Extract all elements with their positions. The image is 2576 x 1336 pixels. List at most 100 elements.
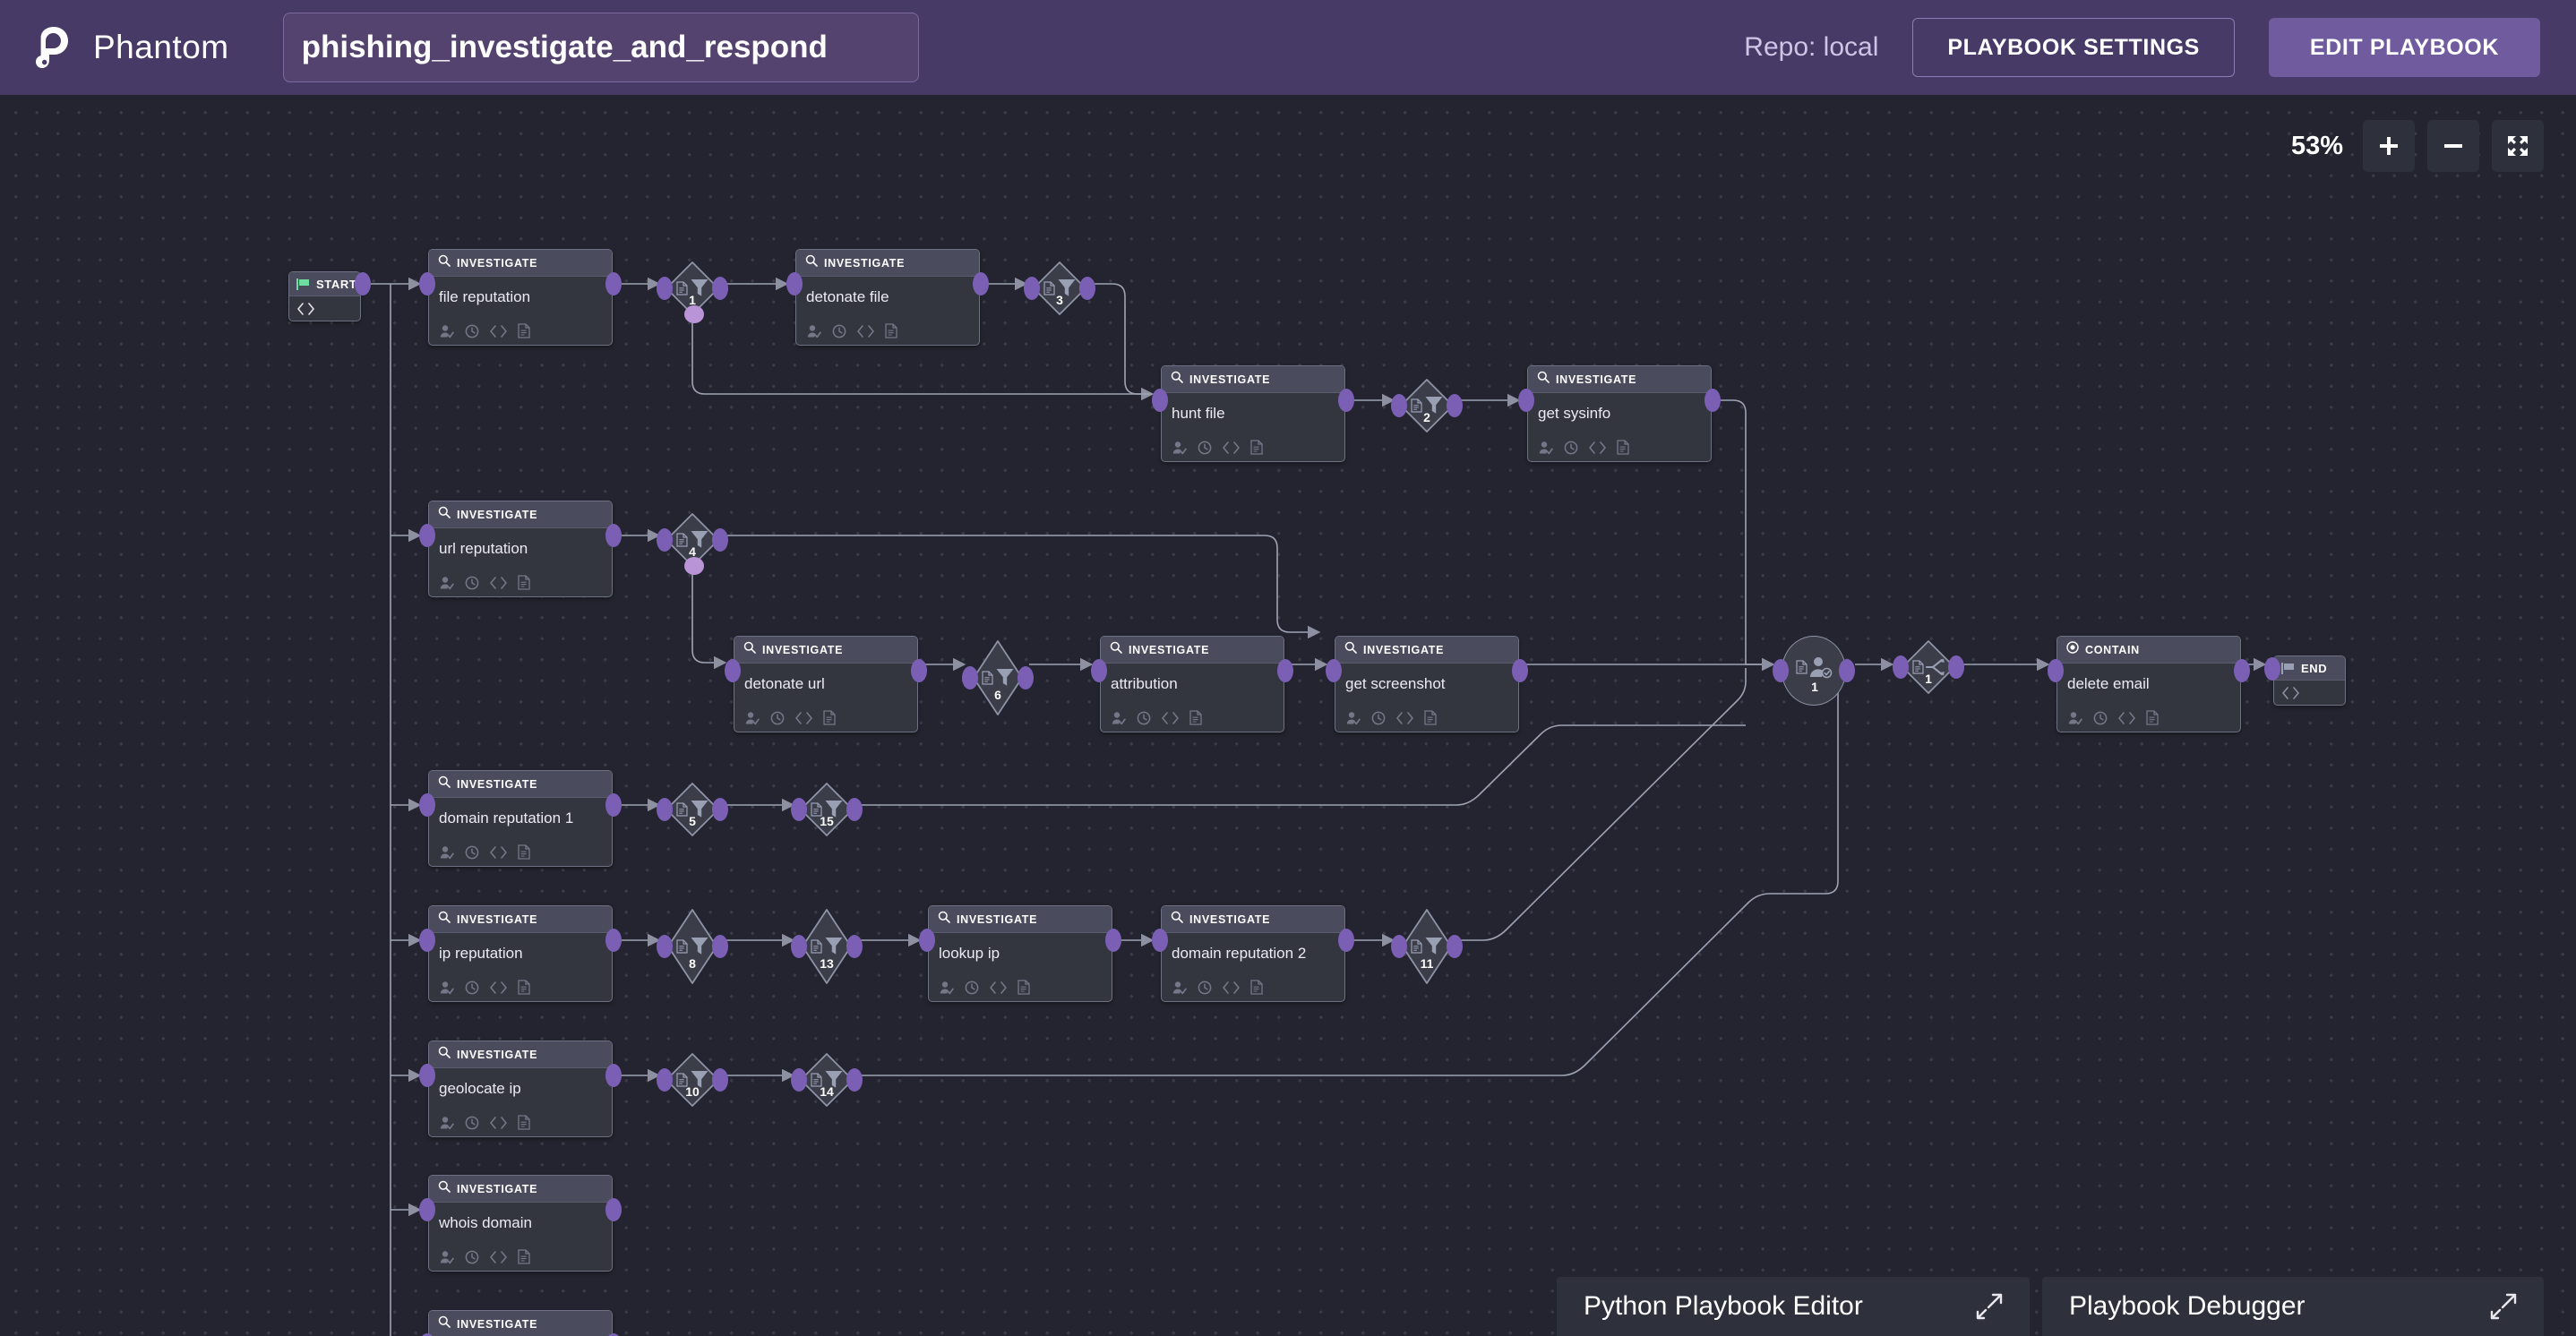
clock-icon[interactable]: [832, 324, 846, 338]
node-port-out-detonate-url[interactable]: [911, 659, 927, 682]
decision-port-in-filter-4[interactable]: [657, 528, 673, 552]
node-port-out-attribution[interactable]: [1277, 659, 1293, 682]
action-node-domain-reputation-1[interactable]: INVESTIGATE domain reputation 1: [428, 770, 613, 867]
clock-icon[interactable]: [1564, 441, 1578, 455]
document-icon[interactable]: [885, 323, 897, 338]
start-node[interactable]: START: [288, 271, 361, 321]
user-check-icon[interactable]: [1539, 441, 1553, 455]
decision-node-filter-15[interactable]: 15: [799, 782, 854, 837]
node-port-out-delete-email[interactable]: [2234, 659, 2250, 682]
document-icon[interactable]: [2146, 710, 2159, 725]
decision-node-filter-5[interactable]: 5: [665, 782, 720, 837]
decision-port-out-decision-1[interactable]: [1948, 655, 1964, 679]
decision-port-out-filter-13[interactable]: [846, 935, 863, 958]
decision-port-bottom-filter-1[interactable]: [684, 305, 704, 323]
document-icon[interactable]: [1189, 710, 1202, 725]
clock-icon[interactable]: [465, 324, 479, 338]
node-port-in-domain-reputation-1[interactable]: [419, 793, 435, 817]
node-port-out-lookup-ip[interactable]: [1105, 929, 1121, 952]
decision-port-out-filter-6[interactable]: [1018, 666, 1034, 689]
node-port-in-url-reputation[interactable]: [419, 524, 435, 547]
clock-icon[interactable]: [465, 1116, 479, 1130]
node-port-out-whois-domain[interactable]: [605, 1198, 622, 1221]
playbook-canvas[interactable]: 53% START: [0, 95, 2576, 1336]
document-icon[interactable]: [1018, 980, 1030, 995]
document-icon[interactable]: [518, 980, 530, 995]
document-icon[interactable]: [1250, 440, 1263, 455]
node-port-in-geolocate-ip[interactable]: [419, 1064, 435, 1087]
end-node-port-in[interactable]: [2264, 657, 2280, 681]
decision-node-filter-6[interactable]: 6: [970, 639, 1026, 716]
action-node-hunt-file[interactable]: INVESTIGATE hunt file: [1161, 365, 1345, 462]
decision-port-in-filter-15[interactable]: [791, 798, 807, 821]
code-icon[interactable]: [490, 845, 507, 859]
decision-node-filter-3[interactable]: 3: [1032, 261, 1087, 316]
clock-icon[interactable]: [965, 981, 979, 995]
node-port-in-detonate-url[interactable]: [725, 659, 741, 682]
action-node-detonate-url[interactable]: INVESTIGATE detonate url: [734, 636, 918, 732]
clock-icon[interactable]: [1198, 981, 1212, 995]
user-check-icon[interactable]: [440, 845, 454, 860]
action-node-domain-reputation-2[interactable]: INVESTIGATE domain reputation 2: [1161, 905, 1345, 1002]
user-check-icon[interactable]: [1172, 441, 1187, 455]
node-port-out-domain-reputation-1[interactable]: [605, 793, 622, 817]
decision-port-in-filter-6[interactable]: [962, 666, 978, 689]
decision-port-out-filter-1[interactable]: [712, 277, 728, 300]
playbook-name-input[interactable]: phishing_investigate_and_respond: [282, 13, 919, 82]
end-node[interactable]: END: [2273, 655, 2346, 706]
clock-icon[interactable]: [1371, 711, 1386, 725]
clock-icon[interactable]: [1137, 711, 1151, 725]
decision-node-filter-4[interactable]: 4: [665, 512, 720, 568]
decision-port-in-filter-2[interactable]: [1391, 394, 1407, 417]
zoom-out-button[interactable]: [2427, 120, 2479, 172]
code-icon[interactable]: [1223, 981, 1240, 994]
action-node-whois-ip[interactable]: INVESTIGATE whois ip: [428, 1310, 613, 1336]
node-port-out-url-reputation[interactable]: [605, 524, 622, 547]
node-port-out-file-reputation[interactable]: [605, 272, 622, 295]
document-icon[interactable]: [1250, 980, 1263, 995]
node-port-out-ip-reputation[interactable]: [605, 929, 622, 952]
node-port-in-whois-domain[interactable]: [419, 1198, 435, 1221]
code-icon[interactable]: [490, 324, 507, 338]
action-node-whois-domain[interactable]: INVESTIGATE whois domain: [428, 1175, 613, 1272]
action-node-lookup-ip[interactable]: INVESTIGATE lookup ip: [928, 905, 1112, 1002]
decision-port-in-decision-1[interactable]: [1893, 655, 1909, 679]
decision-node-filter-14[interactable]: 14: [799, 1052, 854, 1108]
document-icon[interactable]: [1617, 440, 1629, 455]
decision-port-out-filter-10[interactable]: [712, 1068, 728, 1092]
action-node-get-sysinfo[interactable]: INVESTIGATE get sysinfo: [1527, 365, 1712, 462]
document-icon[interactable]: [518, 1115, 530, 1130]
user-check-icon[interactable]: [440, 1116, 454, 1130]
decision-port-in-filter-1[interactable]: [657, 277, 673, 300]
decision-node-filter-2[interactable]: 2: [1399, 378, 1455, 433]
code-icon[interactable]: [857, 324, 874, 338]
decision-node-filter-8[interactable]: 8: [665, 908, 720, 985]
decision-port-out-filter-8[interactable]: [712, 935, 728, 958]
node-port-out-whois-ip[interactable]: [605, 1333, 622, 1336]
zoom-in-button[interactable]: [2363, 120, 2415, 172]
decision-port-out-filter-5[interactable]: [712, 798, 728, 821]
action-node-delete-email[interactable]: CONTAIN delete email: [2057, 636, 2241, 732]
node-port-in-file-reputation[interactable]: [419, 272, 435, 295]
decision-port-in-filter-3[interactable]: [1024, 277, 1040, 300]
action-node-get-screenshot[interactable]: INVESTIGATE get screenshot: [1335, 636, 1519, 732]
clock-icon[interactable]: [465, 576, 479, 590]
user-check-icon[interactable]: [1112, 711, 1126, 725]
node-port-in-whois-ip[interactable]: [419, 1333, 435, 1336]
user-check-icon[interactable]: [440, 981, 454, 995]
node-port-in-get-sysinfo[interactable]: [1518, 389, 1534, 412]
decision-port-in-filter-14[interactable]: [791, 1068, 807, 1092]
node-port-in-domain-reputation-2[interactable]: [1152, 929, 1168, 952]
decision-port-out-filter-14[interactable]: [846, 1068, 863, 1092]
user-check-icon[interactable]: [440, 576, 454, 590]
playbook-debugger-panel[interactable]: Playbook Debugger: [2042, 1277, 2544, 1336]
prompt-port-in[interactable]: [1773, 659, 1789, 682]
node-port-in-attribution[interactable]: [1091, 659, 1107, 682]
prompt-node-prompt-1[interactable]: 1: [1782, 636, 1846, 706]
node-port-out-detonate-file[interactable]: [973, 272, 989, 295]
action-node-geolocate-ip[interactable]: INVESTIGATE geolocate ip: [428, 1041, 613, 1137]
code-icon[interactable]: [490, 1250, 507, 1263]
document-icon[interactable]: [518, 575, 530, 590]
code-icon[interactable]: [1589, 441, 1606, 454]
decision-node-decision-1[interactable]: 1: [1901, 639, 1956, 695]
